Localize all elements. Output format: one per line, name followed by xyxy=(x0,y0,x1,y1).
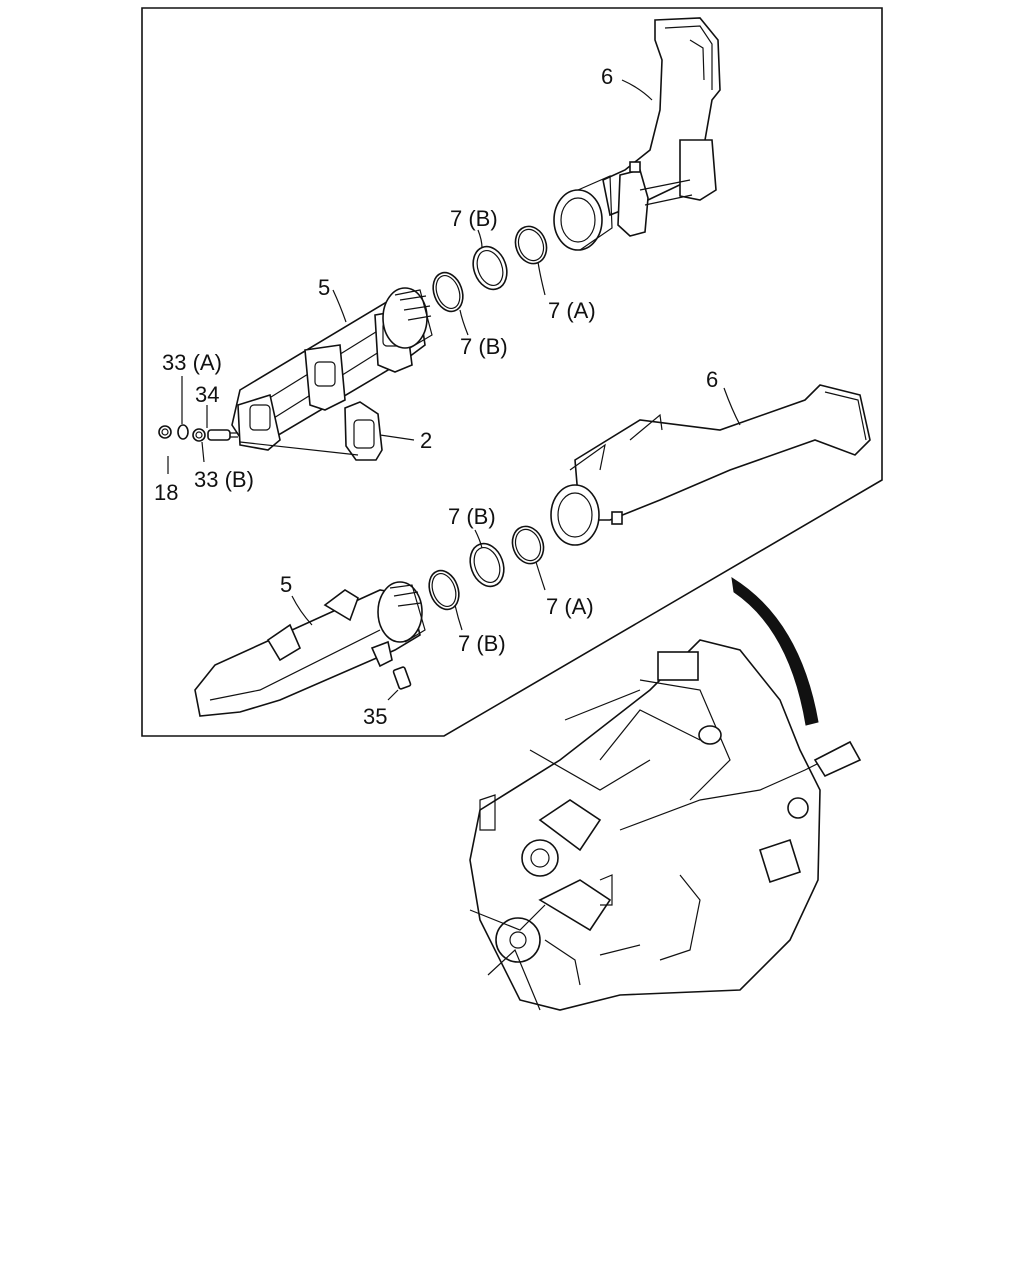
diagram-frame xyxy=(141,7,883,737)
label-stud: 34 xyxy=(195,382,219,407)
label-bottom-pipe: 6 xyxy=(706,367,718,392)
bottom-exhaust-pipe xyxy=(550,384,871,546)
leader-lines xyxy=(167,79,741,701)
gasket xyxy=(344,401,383,461)
label-top-ring-b2: 7 (B) xyxy=(460,334,508,359)
label-washer-b: 33 (B) xyxy=(194,467,254,492)
label-bottom-manifold: 5 xyxy=(280,572,292,597)
top-exhaust-manifold xyxy=(231,287,433,451)
top-seal-rings xyxy=(432,225,548,313)
bottom-exhaust-manifold xyxy=(194,581,426,717)
callout-arrow xyxy=(731,577,819,726)
label-bottom-ring-b1: 7 (B) xyxy=(448,504,496,529)
label-top-pipe: 6 xyxy=(601,64,613,89)
fastener-hardware xyxy=(158,424,238,442)
label-plug: 35 xyxy=(363,704,387,729)
label-top-ring-b1: 7 (B) xyxy=(450,206,498,231)
label-gasket: 2 xyxy=(420,428,432,453)
label-nut: 18 xyxy=(154,480,178,505)
top-exhaust-pipe xyxy=(553,17,721,251)
label-bottom-ring-b2: 7 (B) xyxy=(458,631,506,656)
label-bottom-ring-a: 7 (A) xyxy=(546,594,594,619)
engine-illustration xyxy=(469,639,862,1011)
label-top-ring-a: 7 (A) xyxy=(548,298,596,323)
bottom-seal-rings xyxy=(428,525,545,611)
label-top-manifold: 5 xyxy=(318,275,330,300)
label-washer-a: 33 (A) xyxy=(162,350,222,375)
